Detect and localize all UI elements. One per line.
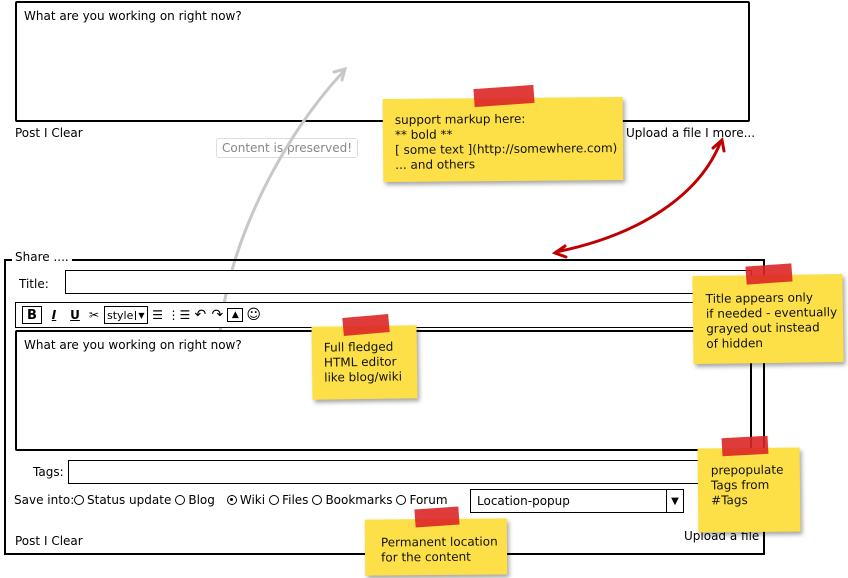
preserved-annotation: Content is preserved! — [216, 138, 359, 158]
chevron-down-icon: ▼ — [135, 310, 145, 320]
note-line: ... and others — [395, 157, 476, 172]
files-radio[interactable] — [269, 495, 280, 505]
note-line: Permanent location — [380, 534, 498, 550]
smiley-icon[interactable]: ☺ — [246, 307, 261, 323]
share-legend: Share .... — [12, 250, 72, 264]
option-label: Forum — [409, 493, 448, 507]
title-label: Title: — [19, 277, 49, 291]
bottom-post-clear: Post I Clear — [15, 534, 83, 548]
wiki-radio[interactable] — [226, 495, 237, 505]
style-label: style — [107, 308, 134, 322]
note-tape — [721, 435, 769, 457]
status-textarea[interactable]: What are you working on right now? — [15, 1, 750, 122]
post-link[interactable]: Post — [15, 534, 41, 548]
note-title: Title appears only if needed - eventuall… — [692, 273, 844, 365]
top-clear-link[interactable]: Clear — [51, 126, 83, 140]
tags-input[interactable] — [68, 460, 752, 484]
underline-button[interactable]: U — [70, 308, 80, 322]
note-line: Tags from — [710, 477, 770, 493]
bullet-list-icon[interactable]: ☰ — [152, 308, 163, 322]
strikethrough-icon[interactable]: ✂ — [88, 308, 100, 322]
save-into-options: Status update Blog Wiki Files Bookmarks … — [74, 493, 448, 507]
editor-placeholder: What are you working on right now? — [24, 338, 242, 352]
tags-label: Tags: — [33, 465, 64, 479]
top-post-clear: Post I Clear — [15, 126, 83, 140]
top-upload-link[interactable]: Upload a file — [626, 126, 702, 140]
note-location: Permanent location for the content — [364, 518, 508, 576]
blog-radio[interactable] — [175, 495, 186, 505]
image-icon[interactable]: ▲ — [227, 308, 244, 322]
option-label: Blog — [188, 493, 215, 507]
note-line: HTML editor — [323, 354, 397, 370]
option-status-update[interactable]: Status update — [74, 493, 171, 507]
location-select[interactable]: Location-popup ▼ — [470, 489, 684, 513]
top-more-link[interactable]: more... — [712, 126, 756, 140]
status-update-radio[interactable] — [74, 495, 84, 505]
location-value: Location-popup — [477, 494, 570, 508]
option-blog[interactable]: Blog — [175, 493, 215, 507]
option-files[interactable]: Files — [269, 493, 308, 507]
top-upload-more: Upload a file I more... — [626, 126, 755, 140]
clear-link[interactable]: Clear — [51, 534, 83, 548]
redo-icon[interactable]: ↷ — [211, 307, 224, 323]
bold-button[interactable]: B — [22, 306, 42, 324]
bookmarks-radio[interactable] — [312, 495, 323, 505]
status-placeholder: What are you working on right now? — [24, 9, 242, 23]
forum-radio[interactable] — [396, 495, 407, 505]
note-line: of hidden — [706, 336, 763, 351]
save-into-label: Save into: — [14, 493, 75, 507]
numbered-list-icon[interactable]: ⋮☰ — [167, 308, 191, 322]
option-wiki[interactable]: Wiki — [226, 493, 266, 507]
note-line: #Tags — [711, 493, 748, 508]
note-tape — [745, 263, 793, 285]
post-separator: I — [43, 534, 48, 548]
upload-file-link[interactable]: Upload a file — [684, 529, 760, 543]
option-label: Wiki — [239, 493, 266, 507]
title-input[interactable] — [65, 270, 752, 294]
note-markup: support markup here: ** bold ** [ some t… — [382, 96, 624, 183]
italic-button[interactable]: I — [51, 308, 57, 322]
top-separator: I — [43, 126, 48, 140]
note-editor: Full fledged HTML editor like blog/wiki — [311, 325, 418, 400]
note-line: prepopulate — [710, 462, 784, 478]
style-dropdown[interactable]: style ▼ — [104, 306, 148, 324]
note-line: like blog/wiki — [324, 369, 403, 385]
option-label: Files — [282, 493, 309, 507]
option-label: Bookmarks — [325, 493, 393, 507]
note-line: [ some text ](http://somewhere.com) — [395, 141, 618, 157]
chevron-down-icon: ▼ — [666, 490, 683, 512]
option-forum[interactable]: Forum — [396, 493, 448, 507]
note-line: if needed - eventually — [705, 305, 838, 321]
undo-icon[interactable]: ↶ — [194, 307, 207, 323]
top-upload-separator: I — [705, 126, 709, 140]
note-tags: prepopulate Tags from #Tags — [697, 447, 801, 533]
note-tape — [414, 506, 460, 528]
top-post-link[interactable]: Post — [15, 126, 41, 140]
note-line: for the content — [381, 549, 471, 565]
note-line: Full fledged — [323, 339, 394, 355]
option-bookmarks[interactable]: Bookmarks — [312, 493, 392, 507]
option-label: Status update — [87, 493, 172, 507]
